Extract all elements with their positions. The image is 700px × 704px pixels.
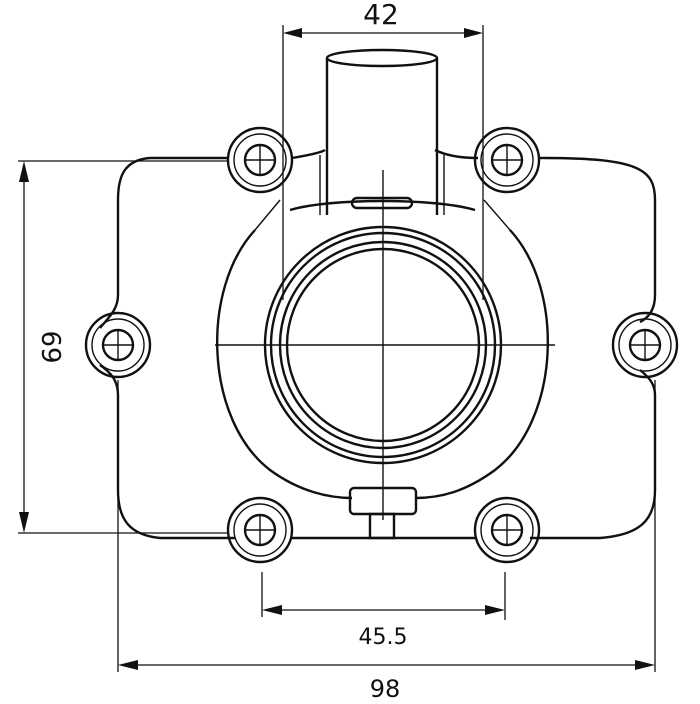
bolt-hole-top-left <box>226 126 294 194</box>
bolt-hole-mid-left <box>84 311 152 379</box>
centerlines <box>215 170 555 520</box>
bottom-lug <box>348 486 418 540</box>
dimension-69: 69 <box>18 160 228 534</box>
dimension-label-98: 98 <box>370 675 401 700</box>
dimension-42: 42 <box>282 0 484 300</box>
bolt-hole-top-right <box>473 126 541 194</box>
spigot-tube <box>319 48 445 215</box>
bolt-hole-mid-right <box>611 311 679 379</box>
bolt-hole-bottom-right <box>473 496 541 564</box>
dimension-label-45-5: 45.5 <box>359 625 408 650</box>
dimension-98: 98 <box>117 380 656 703</box>
dimension-label-69: 69 <box>35 330 65 363</box>
bolt-hole-bottom-left <box>226 496 294 564</box>
dimension-45-5: 45.5 <box>261 572 506 650</box>
bolt-holes <box>84 126 679 564</box>
dimension-label-42: 42 <box>363 0 399 31</box>
